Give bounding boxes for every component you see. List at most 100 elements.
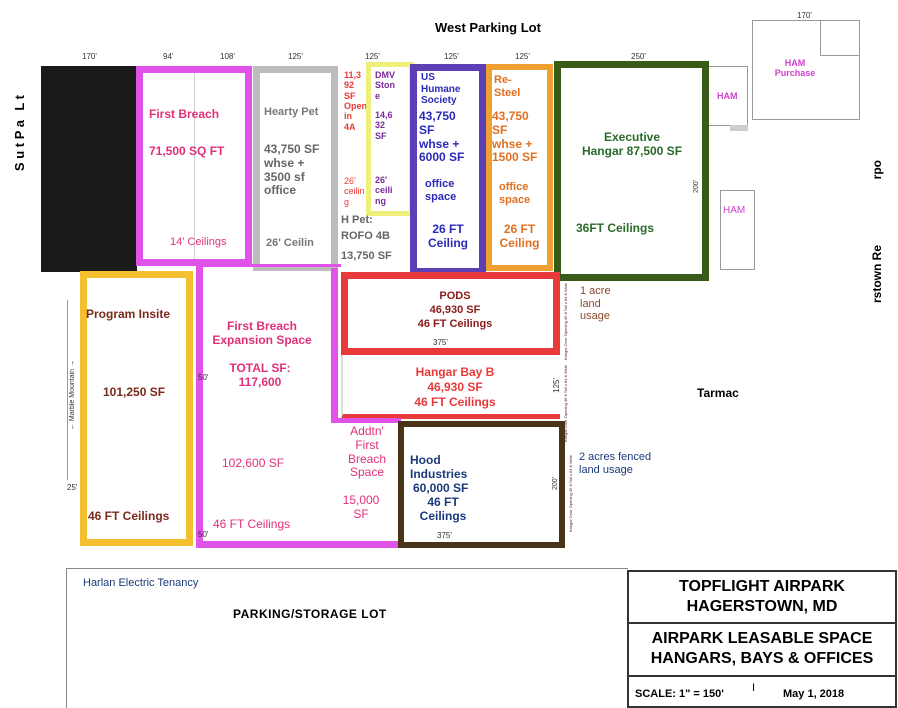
- executive-hangar-ceiling: 36FT Ceilings: [576, 221, 655, 235]
- hangar-bay-b-size: 46,930 SF: [427, 380, 483, 394]
- cursor-glyph: I: [752, 682, 756, 694]
- program-insite-size: 101,250 SF: [103, 385, 166, 399]
- title-line2: HAGERSTOWN, MD: [686, 598, 838, 615]
- right-road-label-b: rstown Re: [870, 245, 884, 304]
- dim-top-1: 170': [82, 52, 97, 61]
- dmv-stone-name: DMV Ston e: [375, 70, 395, 101]
- date-label: May 1, 2018: [783, 688, 845, 700]
- space-4a-ceiling: 26' ceilin g: [344, 176, 365, 207]
- pods-ceiling: 46 FT Ceilings: [417, 318, 493, 330]
- re-steel-office: office space: [499, 181, 531, 206]
- expansion-size: 102,600 SF: [222, 456, 285, 470]
- first-breach-size: 71,500 SQ FT: [149, 144, 225, 158]
- executive-hangar-space: [554, 61, 709, 281]
- title-line1: TOPFLIGHT AIRPARK: [679, 578, 845, 595]
- dim-hood-width: 375': [437, 531, 452, 540]
- dim-top-3: 108': [220, 52, 235, 61]
- pods-name: PODS: [439, 290, 471, 302]
- first-breach-space: [136, 66, 252, 266]
- dim-top-5: 125': [365, 52, 380, 61]
- hangar-bay-b-space: [341, 355, 560, 419]
- ham-purchase-label: HAM Purchase: [774, 58, 816, 79]
- dmv-stone-size: 14,6 32 SF: [375, 110, 393, 141]
- dmv-stone-ceiling: 26' ceili ng: [375, 175, 393, 206]
- scale-label: SCALE: 1" = 150': [635, 688, 724, 700]
- hood-name: Hood Industries: [410, 453, 468, 481]
- addtn-size: 15,000 SF: [342, 493, 380, 521]
- right-road-label-a: rpo: [870, 160, 884, 180]
- dim-top-2: 94': [163, 52, 174, 61]
- two-acres-note: 2 acres fenced land usage: [579, 451, 652, 476]
- first-breach-divider: [194, 73, 195, 259]
- dim-top-4: 125': [288, 52, 303, 61]
- ham-small-building: [720, 190, 755, 270]
- rofo-line2: ROFO 4B: [341, 230, 390, 242]
- dim-exec-side: 200': [693, 180, 700, 194]
- rofo-line3: 13,750 SF: [341, 250, 392, 262]
- re-steel-name: Re- Steel: [494, 74, 521, 99]
- left-road-label-2: L t: [12, 95, 27, 111]
- us-humane-office: office space: [425, 178, 457, 203]
- program-insite-name: Program Insite: [86, 307, 171, 321]
- dim-top-6: 125': [444, 52, 459, 61]
- marble-mountain-label: ← Marble Mountain →: [69, 360, 76, 431]
- hearty-pet-size: 43,750 SF whse + 3500 sf office: [264, 142, 320, 198]
- marble-line: [67, 300, 68, 480]
- us-humane-name: US Humane Society: [421, 72, 461, 106]
- expansion-ceiling: 46 FT Ceilings: [213, 517, 291, 531]
- hood-industries-space: [398, 421, 565, 548]
- re-steel-space: [486, 64, 553, 271]
- pods-size: 46,930 SF: [429, 304, 481, 316]
- dim-left-50b: 50': [198, 530, 209, 539]
- re-steel-size: 43,750 SF whse + 1500 SF: [492, 109, 538, 165]
- black-parcel: [41, 66, 137, 272]
- ham-top-label: HAM: [717, 91, 738, 101]
- hearty-pet-space: [253, 66, 338, 271]
- program-insite-space: [80, 271, 193, 546]
- dim-left-25: 25': [67, 483, 78, 492]
- west-parking-lot-label: West Parking Lot: [435, 20, 541, 35]
- expansion-name: First Breach Expansion Space: [212, 319, 312, 347]
- title-line4: HANGARS, BAYS & OFFICES: [650, 650, 874, 667]
- rofo-line1: H Pet:: [341, 214, 373, 226]
- ham-purchase-inner: [820, 20, 860, 56]
- hood-ceiling: 46 FT Ceilings: [419, 495, 467, 523]
- tarmac-label: Tarmac: [697, 386, 739, 400]
- addtn-name: Addtn' First Breach Space: [347, 424, 387, 480]
- ham-divider: [730, 125, 748, 131]
- hearty-pet-ceiling: 26' Ceilin: [266, 237, 314, 249]
- space-4a-label: 11,3 92 SF Open in 4A: [344, 70, 368, 132]
- hangar-bay-b-ceiling: 46 FT Ceilings: [414, 395, 496, 409]
- expansion-total: TOTAL SF: 117,600: [229, 361, 291, 389]
- first-breach-expansion-space: [196, 264, 341, 548]
- addtn-first-breach-space: [336, 418, 401, 548]
- hangar-bay-b-name: Hangar Bay B: [415, 365, 495, 379]
- pods-space: [341, 272, 560, 355]
- ham-small-label: HAM: [723, 205, 746, 216]
- left-road-label: S u t P a: [12, 120, 27, 172]
- hood-door-label: Hangar Door Opening 46 ft Tall x 84 ft W…: [568, 455, 573, 533]
- parking-storage-lot: [66, 568, 628, 708]
- us-humane-space: [410, 64, 486, 275]
- dim-top-right: 170': [797, 11, 812, 20]
- ham-purchase-building: [752, 20, 860, 120]
- pods-door-label: Hangar Door Opening 46 ft Tall x 84 ft W…: [563, 283, 568, 361]
- one-acre-note: 1 acre land usage: [580, 285, 611, 323]
- title-block-divider-1: [627, 622, 897, 624]
- parking-storage-label: PARKING/STORAGE LOT: [233, 607, 387, 621]
- re-steel-ceiling: 26 FT Ceiling: [499, 222, 540, 250]
- first-breach-name: First Breach: [149, 107, 220, 121]
- dim-pods-width: 375': [433, 338, 448, 347]
- us-humane-ceiling: 26 FT Ceiling: [427, 222, 468, 250]
- first-breach-ceiling: 14' Ceilings: [170, 236, 227, 248]
- expansion-right-border: [331, 268, 338, 423]
- hood-size: 60,000 SF: [413, 481, 469, 495]
- dim-top-7: 125': [515, 52, 530, 61]
- dim-hood-side: 200': [552, 477, 559, 491]
- dim-top-8: 250': [631, 52, 646, 61]
- program-insite-ceiling: 46 FT Ceilings: [88, 509, 170, 523]
- harlan-electric-label: Harlan Electric Tenancy: [83, 577, 199, 589]
- dim-left-50a: 50': [198, 373, 209, 382]
- title-block: [627, 570, 897, 708]
- dim-bay-depth: 125': [552, 378, 561, 393]
